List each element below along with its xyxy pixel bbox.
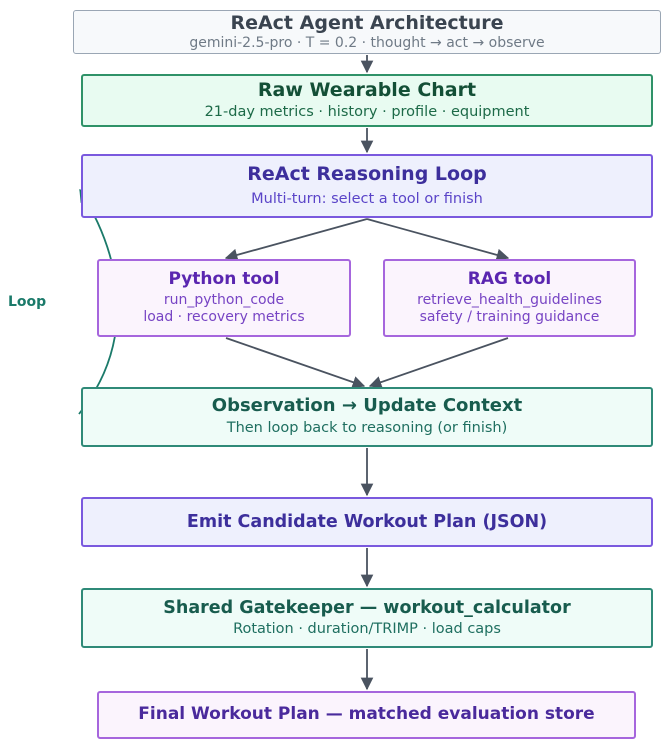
observation-node: Observation → Update Context Then loop b… [81, 387, 653, 447]
react-reasoning-loop-subtitle: Multi-turn: select a tool or finish [251, 190, 483, 207]
observation-title: Observation → Update Context [211, 395, 523, 417]
observation-subtitle: Then loop back to reasoning (or finish) [226, 420, 508, 437]
loop-label: Loop [8, 294, 47, 310]
arrow-python-to-observation [225, 337, 366, 389]
rag-tool-title: RAG tool [467, 269, 552, 290]
final-plan-node: Final Workout Plan — matched evaluation … [97, 691, 636, 739]
arrow-react-to-python [224, 218, 368, 262]
raw-wearable-chart-node: Raw Wearable Chart 21-day metrics · hist… [81, 74, 653, 127]
rag-tool-node: RAG tool retrieve_health_guidelines safe… [383, 259, 636, 337]
final-plan-title: Final Workout Plan — matched evaluation … [138, 704, 595, 725]
architecture-title: ReAct Agent Architecture [230, 11, 504, 34]
gatekeeper-title: Shared Gatekeeper — workout_calculator [163, 597, 571, 618]
gatekeeper-subtitle: Rotation · duration/TRIMP · load caps [233, 620, 501, 637]
python-tool-title: Python tool [168, 269, 280, 290]
rag-tool-line-1: retrieve_health_guidelines [417, 291, 602, 308]
react-reasoning-loop-node: ReAct Reasoning Loop Multi-turn: select … [81, 154, 653, 218]
rag-tool-line-2: safety / training guidance [419, 308, 600, 325]
architecture-subtitle: gemini-2.5-pro · T = 0.2 · thought → act… [189, 34, 545, 51]
arrow-rag-to-observation [368, 337, 509, 389]
emit-plan-title: Emit Candidate Workout Plan (JSON) [186, 511, 548, 532]
architecture-header-box: ReAct Agent Architecture gemini-2.5-pro … [73, 10, 661, 54]
python-tool-line-2: load · recovery metrics [143, 308, 305, 325]
python-tool-line-1: run_python_code [163, 291, 285, 308]
react-reasoning-loop-title: ReAct Reasoning Loop [247, 162, 487, 185]
raw-wearable-chart-title: Raw Wearable Chart [257, 78, 477, 101]
emit-plan-node: Emit Candidate Workout Plan (JSON) [81, 497, 653, 547]
gatekeeper-node: Shared Gatekeeper — workout_calculator R… [81, 588, 653, 648]
python-tool-node: Python tool run_python_code load · recov… [97, 259, 351, 337]
raw-wearable-chart-subtitle: 21-day metrics · history · profile · equ… [204, 103, 530, 120]
arrow-react-to-rag [366, 218, 510, 262]
